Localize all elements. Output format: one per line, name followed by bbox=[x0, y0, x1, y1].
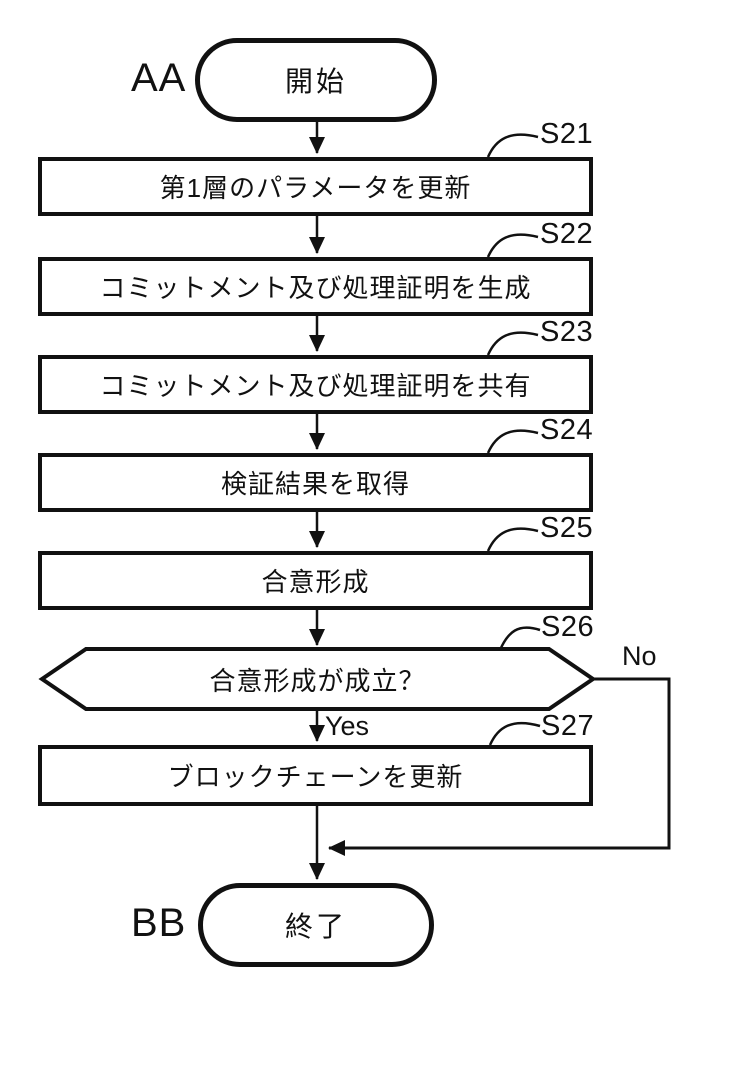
figure-label-bb: BB bbox=[131, 901, 187, 945]
start-terminal-text: 開始 bbox=[284, 66, 347, 97]
decision-shape-s26 bbox=[38, 647, 597, 711]
arrow-s26-no-loop bbox=[328, 677, 671, 856]
step-label-s25: S25 bbox=[540, 512, 594, 544]
process-text-s21: 第1層のパラメータを更新 bbox=[159, 173, 472, 203]
leader-s22 bbox=[486, 233, 539, 258]
branch-label-no: No bbox=[622, 641, 657, 671]
decision-text-s26: 合意形成が成立？ bbox=[209, 665, 426, 696]
process-text-s25: 合意形成 bbox=[261, 567, 370, 597]
leader-s24 bbox=[486, 429, 539, 454]
branch-label-yes: Yes bbox=[325, 711, 370, 741]
step-label-s22: S22 bbox=[540, 218, 594, 250]
leader-s27 bbox=[488, 721, 541, 746]
step-label-s21: S21 bbox=[540, 118, 594, 150]
step-label-s23: S23 bbox=[540, 316, 594, 348]
leader-s23 bbox=[486, 331, 539, 356]
leader-s25 bbox=[486, 527, 539, 552]
leader-s21 bbox=[486, 133, 539, 158]
process-box-s25: 合意形成 bbox=[38, 551, 593, 610]
process-box-s21: 第1層のパラメータを更新 bbox=[38, 157, 593, 216]
process-box-s24: 検証結果を取得 bbox=[38, 453, 593, 512]
figure-label-aa: AA bbox=[131, 56, 187, 100]
step-label-s27: S27 bbox=[541, 710, 595, 742]
leader-s26 bbox=[498, 626, 541, 651]
step-label-s26: S26 bbox=[541, 611, 595, 643]
process-text-s27: ブロックチェーンを更新 bbox=[167, 762, 464, 792]
process-text-s23: コミットメント及び処理証明を共有 bbox=[99, 371, 532, 401]
process-box-s22: コミットメント及び処理証明を生成 bbox=[38, 257, 593, 316]
end-terminal-text: 終了 bbox=[284, 911, 347, 942]
start-terminal: 開始 bbox=[195, 38, 437, 122]
end-terminal: 終了 bbox=[198, 883, 434, 967]
process-text-s22: コミットメント及び処理証明を生成 bbox=[99, 273, 532, 303]
decision-box-s26: 合意形成が成立？ bbox=[42, 649, 593, 709]
process-text-s24: 検証結果を取得 bbox=[220, 469, 410, 499]
process-box-s27: ブロックチェーンを更新 bbox=[38, 745, 593, 806]
process-box-s23: コミットメント及び処理証明を共有 bbox=[38, 355, 593, 414]
step-label-s24: S24 bbox=[540, 414, 594, 446]
